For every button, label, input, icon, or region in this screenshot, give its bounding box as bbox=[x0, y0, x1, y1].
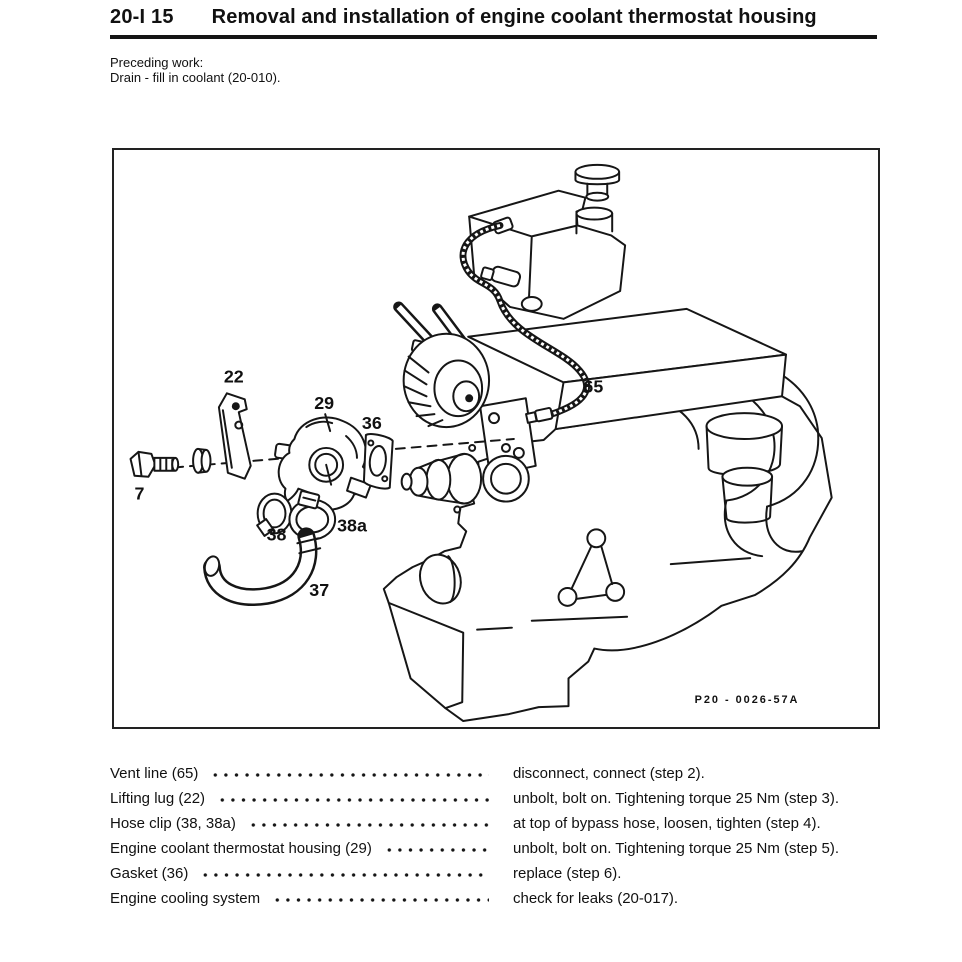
preceding-work-label: Preceding work: bbox=[110, 55, 204, 70]
dot-leader bbox=[214, 786, 489, 811]
engine-diagram-figure: 7 22 29 36 38 38a 37 65 P20 - 0026-57A bbox=[112, 148, 880, 729]
procedure-row: Engine coolant thermostat housing (29) u… bbox=[110, 836, 866, 861]
part-action: at top of bypass hose, loosen, tighten (… bbox=[513, 815, 821, 832]
page-title: Removal and installation of engine coola… bbox=[211, 6, 817, 28]
part-action: unbolt, bolt on. Tightening torque 25 Nm… bbox=[513, 840, 840, 857]
figure-caption: P20 - 0026-57A bbox=[695, 694, 800, 706]
preceding-work: Preceding work: Drain - fill in coolant … bbox=[110, 55, 281, 85]
part-label-bolt: 7 bbox=[135, 484, 145, 504]
part-name: Vent line (65) bbox=[110, 765, 199, 782]
procedure-row: Vent line (65) disconnect, connect (step… bbox=[110, 761, 866, 786]
part-name: Engine coolant thermostat housing (29) bbox=[110, 840, 372, 857]
part-label-lifting-lug: 22 bbox=[224, 366, 244, 386]
header-rule bbox=[110, 35, 877, 39]
dot-leader bbox=[269, 886, 489, 911]
part-label-gasket: 36 bbox=[362, 413, 382, 433]
job-number: 20-I 15 bbox=[110, 6, 174, 28]
procedure-row: Gasket (36) replace (step 6). bbox=[110, 861, 866, 886]
part-action: disconnect, connect (step 2). bbox=[513, 765, 705, 782]
procedure-table: Vent line (65) disconnect, connect (step… bbox=[110, 761, 866, 911]
page-header: 20-I 15 Removal and installation of engi… bbox=[110, 6, 817, 29]
part-label-hose-clip-1: 38 bbox=[267, 524, 287, 544]
procedure-row: Engine cooling system check for leaks (2… bbox=[110, 886, 866, 911]
part-action: check for leaks (20-017). bbox=[513, 890, 679, 907]
part-name: Engine cooling system bbox=[110, 890, 261, 907]
part-action: unbolt, bolt on. Tightening torque 25 Nm… bbox=[513, 790, 840, 807]
part-label-thermostat-housing: 29 bbox=[314, 393, 334, 413]
part-name: Hose clip (38, 38a) bbox=[110, 815, 236, 832]
dot-leader bbox=[207, 761, 489, 786]
part-name: Lifting lug (22) bbox=[110, 790, 206, 807]
engine-line-art bbox=[129, 163, 833, 723]
part-name: Gasket (36) bbox=[110, 865, 189, 882]
part-label-hose-clip-2: 38a bbox=[337, 515, 368, 535]
procedure-row: Lifting lug (22) unbolt, bolt on. Tighte… bbox=[110, 786, 866, 811]
dot-leader bbox=[380, 836, 489, 861]
part-label-bypass-hose: 37 bbox=[309, 580, 329, 600]
preceding-work-item: Drain - fill in coolant (20-010). bbox=[110, 70, 281, 85]
part-label-vent-line: 65 bbox=[583, 376, 603, 396]
part-action: replace (step 6). bbox=[513, 865, 622, 882]
engine-exploded-diagram: 7 22 29 36 38 38a 37 65 P20 - 0026-57A bbox=[129, 163, 833, 723]
dot-leader bbox=[197, 861, 489, 886]
dot-leader bbox=[244, 811, 489, 836]
procedure-row: Hose clip (38, 38a) at top of bypass hos… bbox=[110, 811, 866, 836]
